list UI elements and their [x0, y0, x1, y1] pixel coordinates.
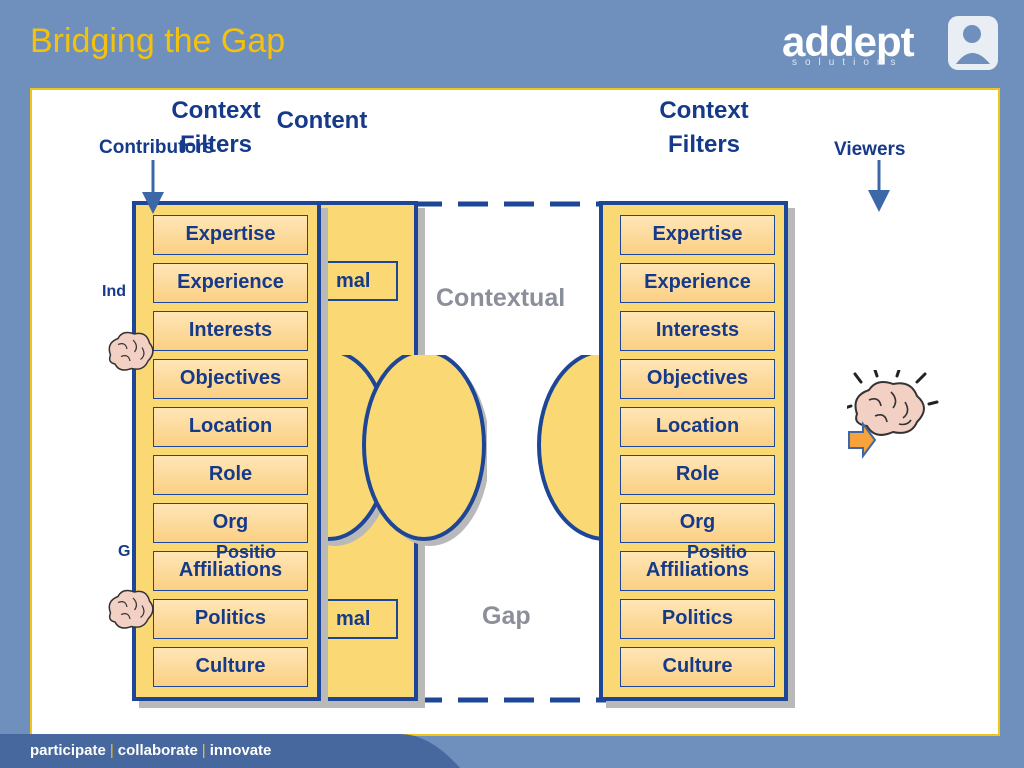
- brain-icon-group: [108, 589, 154, 629]
- right-filter-objectives: Objectives: [620, 359, 775, 399]
- contributors-down-arrow-icon: [142, 160, 164, 214]
- footer-word-collaborate: collaborate: [117, 742, 198, 759]
- formal-text-bottom: mal: [336, 608, 371, 630]
- content-heading: Content: [276, 107, 368, 134]
- left-filter-culture: Culture: [153, 647, 308, 687]
- position-label-right: Positio: [687, 542, 748, 562]
- left-context-filters-heading: Context Filters: [171, 97, 261, 158]
- addept-logo-icon: [948, 16, 998, 70]
- right-filter-politics: Politics: [620, 599, 775, 639]
- right-filter-location: Location: [620, 407, 775, 447]
- right-filter-role: Role: [620, 455, 775, 495]
- position-label-left: Positio: [216, 542, 277, 562]
- left-filter-role: Role: [153, 455, 308, 495]
- footer-word-innovate: innovate: [209, 742, 272, 759]
- left-filter-org: Org: [153, 503, 308, 543]
- right-arrow-icon: [848, 421, 877, 459]
- viewers-label: Viewers: [834, 139, 906, 160]
- formal-text-top: mal: [336, 270, 371, 292]
- footer-separator: |: [109, 742, 114, 759]
- group-label-partial: G: [118, 543, 131, 560]
- right-filter-culture: Culture: [620, 647, 775, 687]
- left-filter-expertise: Expertise: [153, 215, 308, 255]
- logo-subtext: solutions: [792, 57, 904, 68]
- left-filter-affiliations: Affiliations: [153, 551, 308, 591]
- contextual-label: Contextual: [436, 284, 566, 312]
- left-filter-politics: Politics: [153, 599, 308, 639]
- right-filter-interests: Interests: [620, 311, 775, 351]
- brain-icon-viewer: [847, 370, 939, 436]
- individual-label-partial: Ind: [102, 283, 126, 300]
- gap-label: Gap: [482, 602, 531, 630]
- left-filter-experience: Experience: [153, 263, 308, 303]
- footer-word-participate: participate: [30, 742, 106, 759]
- footer-separator: |: [201, 742, 206, 759]
- slide-title: Bridging the Gap: [30, 22, 286, 60]
- left-filter-interests: Interests: [153, 311, 308, 351]
- right-filter-expertise: Expertise: [620, 215, 775, 255]
- brain-icon-individual: [108, 331, 154, 371]
- right-filter-experience: Experience: [620, 263, 775, 303]
- viewers-down-arrow-icon: [868, 160, 890, 212]
- footer-tagline: participate|collaborate|innovate: [30, 742, 271, 759]
- right-filter-affiliations: Affiliations: [620, 551, 775, 591]
- right-filter-org: Org: [620, 503, 775, 543]
- footer-band: [0, 734, 460, 768]
- right-context-filters-heading: Context Filters: [659, 97, 749, 158]
- contributors-label: Contributors: [99, 137, 215, 158]
- logo-text: addept: [782, 18, 915, 65]
- left-filter-objectives: Objectives: [153, 359, 308, 399]
- left-filter-location: Location: [153, 407, 308, 447]
- gap-bridge: [412, 201, 612, 703]
